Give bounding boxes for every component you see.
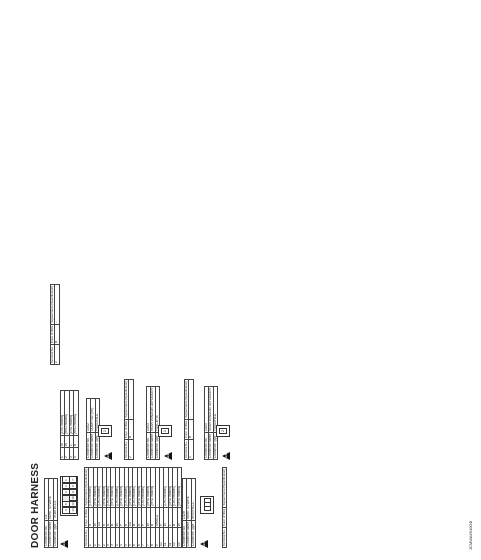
header-signal: Signal Name [Specification] <box>124 379 129 420</box>
hs-label: H.S. <box>225 452 228 459</box>
d204-connector-face: 2 <box>216 425 230 437</box>
header-signal: Signal Name [Specification] <box>84 467 89 508</box>
pin-box: 2 <box>101 428 109 434</box>
hs-icon: H.S. <box>222 451 230 460</box>
cell-signal: - <box>54 284 60 325</box>
table-row: 2B- <box>54 284 60 365</box>
table-row: 4B[RHD models] <box>73 390 79 460</box>
hs-label: H.S. <box>203 540 206 547</box>
d128-connector-face <box>200 496 214 514</box>
cell-terminal: 1 <box>188 439 194 460</box>
page-title: DOOR HARNESS <box>30 462 41 548</box>
d202-connector-face: 2 <box>98 425 112 437</box>
cell-color: B <box>128 419 134 440</box>
header-color: Color of Wire <box>184 419 189 440</box>
d203-connector-face: 1 <box>158 425 172 437</box>
label: Connector No. <box>182 520 187 548</box>
d202-terminal-table: Terminal No. Color of Wire Signal Name [… <box>124 379 134 460</box>
cell-signal: - <box>188 379 194 420</box>
cell-terminal: 2 <box>128 439 134 460</box>
figure-code: JCMWA5910GB <box>468 520 473 550</box>
header-color: Color of Wire <box>50 324 55 345</box>
label: Connector Name <box>48 520 54 548</box>
header-terminal: Terminal No. <box>84 527 89 548</box>
cell-color: B <box>54 324 60 345</box>
label: Connector Name <box>150 432 156 460</box>
header-color: Color of Wire <box>124 419 129 440</box>
cell-signal: - <box>128 379 134 420</box>
header-terminal: Terminal No. <box>124 439 129 460</box>
header-signal: Signal Name [Specification] <box>50 284 55 325</box>
header-terminal: Terminal No. <box>184 439 189 460</box>
cell-terminal: 4 <box>73 447 79 460</box>
label: Connector Name <box>90 432 96 460</box>
label: Connector Type <box>191 520 196 548</box>
label: Connector Type <box>53 520 58 548</box>
header-terminal: Terminal No. <box>50 344 55 365</box>
header-color: Color of Wire <box>84 507 89 528</box>
value: TH16FW-CS <box>53 478 58 521</box>
d1-terminal-table: Terminal No. Color of Wire Signal Name [… <box>84 467 182 548</box>
pin: 2 <box>102 429 107 433</box>
pin: 7 <box>69 476 77 484</box>
label: Connector No. <box>44 520 49 548</box>
hs-icon: H.S. <box>164 451 172 460</box>
label: Connector No. <box>86 432 91 460</box>
cell-terminal: 2 <box>54 344 60 365</box>
value: RH07FB-LC <box>191 478 196 521</box>
pin: 1 <box>162 429 167 433</box>
header-signal: Signal Name [Specification] <box>222 467 227 508</box>
d128-terminal-table: Terminal No. Color of Wire Signal Name [… <box>222 467 227 548</box>
cell-signal: [RHD models] <box>177 467 182 508</box>
cell-signal: [RHD models] <box>73 390 79 436</box>
hs-icon: H.S. <box>60 539 68 548</box>
table-row: 13W[RHD models] <box>177 467 182 548</box>
mid-left-table: 1W[LHD models] 2W[RHD models] 3L[LHD mod… <box>60 390 79 460</box>
pin-slot <box>204 498 211 503</box>
label: Connector No. <box>204 432 209 460</box>
cell-color: B <box>188 419 194 440</box>
d203-terminal-table: Terminal No. Color of Wire Signal Name [… <box>184 379 194 460</box>
label: Connector Name <box>208 432 214 460</box>
cell-color: W <box>177 507 182 528</box>
header-color: Color of Wire <box>222 507 227 528</box>
hs-icon: H.S. <box>104 451 112 460</box>
label: Connector Name <box>186 520 192 548</box>
value: REAR WINDOW DEFOGGER <box>208 386 214 433</box>
d1-connector-face: 6 5 3 2 1 13 12 10 9 8 7 <box>60 476 78 516</box>
pin: 2 <box>220 429 225 433</box>
value: REAR WINDOW DEFOGGER <box>150 386 156 433</box>
table-row: 1B- <box>188 379 194 460</box>
cell-terminal: 13 <box>177 527 182 548</box>
hs-label: H.S. <box>63 540 66 547</box>
cell-color: B <box>73 435 79 448</box>
hs-label: H.S. <box>167 452 170 459</box>
pin-box: 2 <box>219 428 227 434</box>
pin-box: 1 <box>161 428 169 434</box>
hs-icon: H.S. <box>200 539 208 548</box>
label: Connector No. <box>146 432 151 460</box>
hs-label: H.S. <box>107 452 110 459</box>
header-terminal: Terminal No. <box>222 527 227 548</box>
right-terminal-table: Terminal No. Color of Wire Signal Name [… <box>50 284 60 365</box>
table-row: 2B- <box>128 379 134 460</box>
header-signal: Signal Name [Specification] <box>184 379 189 420</box>
